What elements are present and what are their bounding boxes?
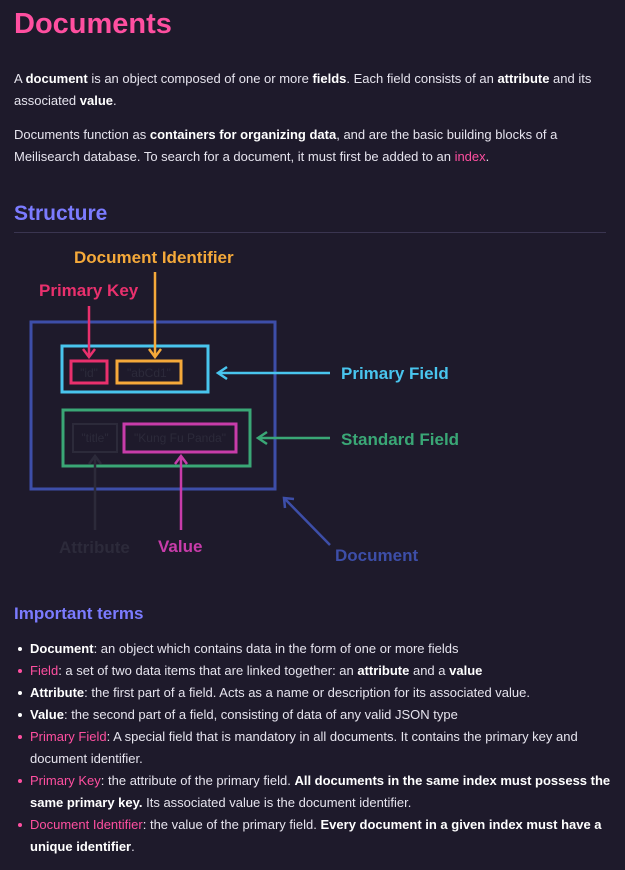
- term-primary-key-desc-b: Its associated value is the document ide…: [142, 795, 412, 810]
- terms-list: Document: an object which contains data …: [14, 638, 625, 858]
- term-document-identifier[interactable]: Document Identifier: [30, 817, 143, 832]
- list-item: Attribute: the first part of a field. Ac…: [18, 682, 625, 704]
- term-primary-key-bold: All documents in the same index must pos…: [30, 773, 611, 810]
- intro1-text-c: . Each field consists of an: [346, 71, 498, 86]
- term-attribute: Attribute: [30, 685, 85, 700]
- index-link[interactable]: index: [454, 149, 486, 164]
- term-document-identifier-desc-a: : the value of the primary field.: [142, 817, 321, 832]
- structure-heading: Structure: [14, 202, 108, 225]
- document-identifier-label: Document Identifier: [74, 248, 234, 267]
- standard-field-label: Standard Field: [341, 430, 459, 449]
- list-item: Primary Field: A special field that is m…: [18, 726, 625, 770]
- term-document-identifier-desc-b: .: [131, 839, 135, 854]
- intro2-text-c: .: [485, 149, 490, 164]
- value-box: [122, 422, 238, 454]
- heading-divider: [14, 232, 606, 233]
- list-item: Field: a set of two data items that are …: [18, 660, 625, 682]
- primary-field-arrow: [215, 365, 330, 381]
- title-attribute-text: "title": [81, 431, 108, 445]
- standard-field-box: [61, 408, 252, 468]
- primary-key-box: [69, 359, 109, 385]
- intro2-containers: containers for organizing data: [149, 127, 337, 142]
- document-label: Document: [335, 546, 418, 565]
- primary-field-label: Primary Field: [341, 364, 449, 383]
- id-value-text: "abCd1": [127, 366, 171, 380]
- term-document: Document: [30, 641, 94, 656]
- list-item: Document: an object which contains data …: [18, 638, 625, 660]
- term-field-desc-a: : a set of two data items that are linke…: [58, 663, 358, 678]
- intro2-text-a: Documents function as: [14, 127, 150, 142]
- value-arrow: [174, 453, 188, 530]
- document-arrow: [282, 496, 331, 546]
- term-attribute-desc: : the first part of a field. Acts as a n…: [84, 685, 530, 700]
- standard-field-arrow: [255, 430, 330, 446]
- term-field[interactable]: Field: [30, 663, 59, 678]
- attribute-box: [72, 423, 118, 453]
- term-field-attribute: attribute: [357, 663, 410, 678]
- document-identifier-box: [115, 359, 183, 385]
- id-attribute-text: "id": [80, 366, 98, 380]
- list-item: Primary Key: the attribute of the primar…: [18, 770, 625, 814]
- document-box: [29, 320, 277, 491]
- intro1-attribute: attribute: [497, 71, 550, 86]
- term-primary-key-desc-a: : the attribute of the primary field.: [100, 773, 295, 788]
- intro1-text-d: and its associated: [14, 71, 592, 108]
- term-document-identifier-bold: Every document in a given index must hav…: [30, 817, 602, 854]
- term-value-desc: : the second part of a field, consisting…: [63, 707, 458, 722]
- document-identifier-arrow: [148, 272, 162, 360]
- primary-field-box: [60, 344, 210, 394]
- term-primary-key[interactable]: Primary Key: [30, 773, 101, 788]
- attribute-label: Attribute: [59, 538, 130, 557]
- intro1-fields: fields: [312, 71, 347, 86]
- term-primary-field[interactable]: Primary Field: [30, 729, 107, 744]
- value-label: Value: [158, 537, 202, 556]
- intro1-text-e: .: [113, 93, 117, 108]
- intro1-text-b: is an object composed of one or more: [87, 71, 313, 86]
- primary-key-arrow: [82, 306, 96, 360]
- intro1-text-a: A: [14, 71, 26, 86]
- intro-paragraph-2: Documents function as containers for org…: [14, 124, 612, 168]
- document-structure-diagram: "id" "abCd1" "title" "Kung Fu Panda" Doc…: [29, 248, 459, 565]
- term-document-desc: : an object which contains data in the f…: [93, 641, 459, 656]
- term-primary-field-desc: : A special field that is mandatory in a…: [30, 729, 578, 766]
- primary-key-label: Primary Key: [39, 281, 139, 300]
- intro2-text-b: , and are the basic building blocks of a…: [14, 127, 558, 164]
- intro1-document: document: [25, 71, 88, 86]
- list-item: Value: the second part of a field, consi…: [18, 704, 625, 726]
- term-field-value: value: [449, 663, 483, 678]
- intro1-value: value: [79, 93, 114, 108]
- attribute-arrow: [88, 453, 102, 530]
- title-value-text: "Kung Fu Panda": [134, 431, 226, 445]
- term-field-desc-b: and a: [409, 663, 450, 678]
- term-value: Value: [30, 707, 64, 722]
- intro-paragraph-1: A document is an object composed of one …: [14, 68, 612, 112]
- important-terms-heading: Important terms: [14, 604, 144, 623]
- page-title: Documents: [14, 8, 172, 40]
- list-item: Document Identifier: the value of the pr…: [18, 814, 625, 858]
